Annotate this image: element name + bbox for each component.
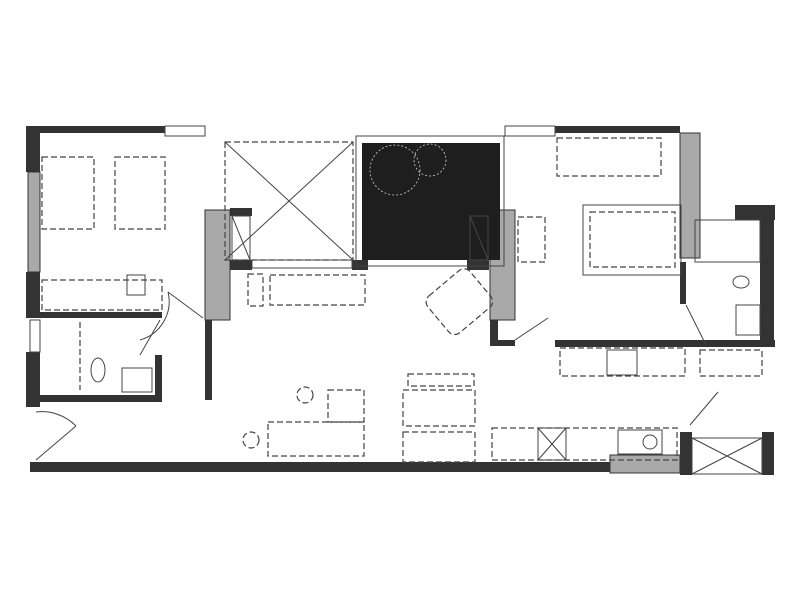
wall-right bbox=[760, 205, 774, 345]
door-bedroom2 bbox=[514, 317, 549, 341]
utility-duct bbox=[691, 437, 763, 475]
wall-top-bedroom2 bbox=[555, 126, 680, 133]
armchair-upper bbox=[247, 273, 264, 307]
side-table-2 bbox=[242, 431, 260, 449]
column-left bbox=[204, 209, 231, 321]
duct-right-x bbox=[469, 215, 489, 261]
shower-2 bbox=[694, 219, 761, 263]
sofa-lower-chaise bbox=[327, 389, 365, 423]
door-bathroom1 bbox=[139, 319, 161, 356]
wall-bedroom2-inner bbox=[680, 262, 686, 304]
wall-block-1 bbox=[230, 208, 252, 216]
wall-top-bedroom1 bbox=[40, 126, 165, 133]
windows bbox=[27, 125, 701, 474]
bed-2 bbox=[582, 204, 682, 276]
kitchen-sink bbox=[699, 349, 763, 377]
kitchen bbox=[491, 347, 763, 475]
side-table-1 bbox=[296, 386, 314, 404]
washer-drum bbox=[642, 434, 658, 450]
bedroom-2 bbox=[517, 137, 707, 346]
void-area bbox=[224, 141, 489, 261]
wall-left-mid bbox=[26, 272, 40, 318]
bench-1 bbox=[402, 389, 476, 427]
window-left-small bbox=[29, 319, 41, 353]
courtyard-frame bbox=[355, 135, 505, 267]
wall-bottom-right-1 bbox=[680, 432, 692, 475]
fridge-x2 bbox=[537, 427, 567, 461]
bathroom-2 bbox=[694, 219, 761, 336]
window-top-left bbox=[164, 125, 206, 137]
courtyard bbox=[355, 135, 505, 267]
wall-bedroom1-bottom bbox=[40, 312, 162, 318]
entry-door bbox=[35, 411, 77, 461]
wall-bath-bottom bbox=[40, 395, 162, 402]
washer-icon bbox=[617, 429, 663, 455]
sofa-upper bbox=[269, 274, 366, 306]
chairs-row bbox=[407, 373, 475, 387]
wall-block-5 bbox=[467, 260, 489, 270]
wall-living-right-foot bbox=[490, 340, 515, 346]
duct-right bbox=[469, 215, 489, 261]
void-cross-2 bbox=[224, 141, 354, 261]
living-area bbox=[242, 268, 549, 463]
door-bath2 bbox=[685, 304, 707, 346]
tree-icon bbox=[369, 144, 421, 196]
wall-left-bath bbox=[26, 352, 40, 407]
window-living bbox=[251, 259, 353, 269]
wardrobe bbox=[41, 279, 163, 311]
duct-left-x bbox=[231, 215, 251, 261]
wall-block-2 bbox=[230, 260, 252, 270]
wall-bath-right bbox=[155, 355, 162, 400]
door-bedroom1 bbox=[139, 291, 204, 341]
wall-living-right bbox=[490, 320, 498, 345]
bedroom-1 bbox=[41, 156, 204, 341]
bench-2 bbox=[402, 431, 476, 463]
door-utility bbox=[689, 391, 719, 426]
wall-bottom bbox=[30, 462, 610, 472]
courtyard-fill bbox=[362, 143, 500, 260]
wall-corridor bbox=[205, 320, 212, 400]
utility-x2 bbox=[691, 437, 763, 475]
bathroom-1 bbox=[79, 319, 161, 393]
wardrobe-2 bbox=[556, 137, 662, 177]
void-outline bbox=[224, 141, 354, 261]
window-top-right bbox=[504, 125, 556, 137]
walls bbox=[26, 126, 775, 475]
bed-left bbox=[41, 156, 95, 230]
toilet-icon bbox=[90, 357, 106, 383]
bed-right bbox=[114, 156, 166, 230]
wall-left-top bbox=[26, 126, 40, 172]
counter-lower bbox=[491, 427, 678, 461]
window-bottom bbox=[609, 454, 681, 474]
bed-2-mattress bbox=[589, 211, 676, 268]
stove-icon bbox=[606, 349, 638, 376]
wall-bottom-right-2 bbox=[762, 432, 774, 475]
wall-block-3 bbox=[352, 260, 368, 270]
desk-2 bbox=[517, 216, 546, 263]
chair bbox=[126, 274, 146, 296]
sofa-lower bbox=[267, 421, 365, 457]
fridge bbox=[537, 427, 567, 461]
wall-kitchen-top bbox=[555, 340, 775, 347]
window-left bbox=[27, 171, 41, 273]
sink-icon bbox=[121, 367, 153, 393]
sink-2-icon bbox=[735, 304, 761, 336]
toilet-2-icon bbox=[732, 275, 750, 289]
dining-table bbox=[425, 268, 494, 336]
counter-upper bbox=[559, 347, 686, 377]
plant-icon bbox=[413, 143, 447, 177]
duct-left bbox=[231, 215, 251, 261]
column-bedroom2 bbox=[679, 132, 701, 259]
